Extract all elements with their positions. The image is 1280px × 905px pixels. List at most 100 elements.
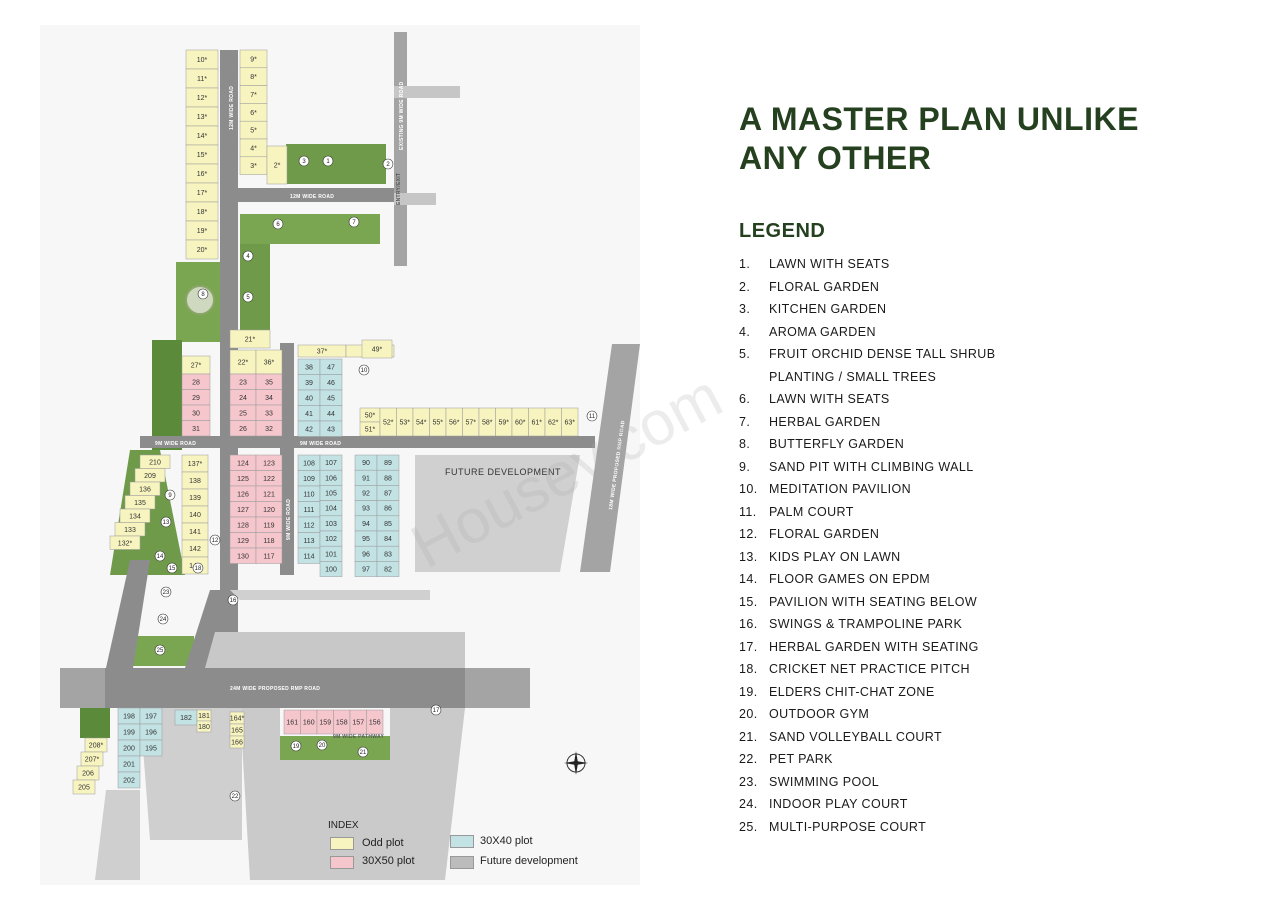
- road-label-12m-top: 12M WIDE ROAD: [290, 194, 334, 200]
- amenity-number: 19: [293, 744, 300, 750]
- plot-number: 15*: [197, 152, 208, 159]
- map-index: INDEX Odd plot 30X40 plot 30X50 plot Fut…: [328, 820, 648, 880]
- plot-number: 51*: [365, 427, 376, 434]
- plot: [72, 779, 96, 795]
- plot-number: 54*: [416, 420, 427, 427]
- legend-item-number: 1.: [739, 257, 751, 271]
- legend-item: 23.SWIMMING POOL: [739, 775, 1259, 798]
- legend-item-text: MEDITATION PAVILION: [769, 482, 912, 496]
- amenity-number: 23: [163, 590, 170, 596]
- legend-item-text: ELDERS CHIT-CHAT ZONE: [769, 684, 935, 699]
- legend-item: 20.OUTDOOR GYM: [739, 707, 1259, 730]
- plot-number: 94: [362, 521, 370, 528]
- plot: [366, 709, 384, 735]
- odd-plot-label: Odd plot: [362, 837, 404, 849]
- plot-number: 50*: [365, 413, 376, 420]
- page-title: A MASTER PLAN UNLIKE ANY OTHER: [739, 100, 1259, 178]
- green-corner-bottom: [80, 708, 110, 738]
- plot-number: 120: [263, 507, 275, 514]
- legend-item-text: INDOOR PLAY COURT: [769, 797, 908, 811]
- legend-item-text: PALM COURT: [769, 504, 854, 519]
- legend-item-text: LAWN WITH SEATS: [769, 392, 890, 406]
- plot-number: 22*: [238, 360, 249, 367]
- plot-number: 37*: [317, 349, 328, 356]
- plot-number: 55*: [432, 420, 443, 427]
- plot-number: 101: [325, 551, 337, 558]
- plot: [266, 145, 288, 185]
- plot-number: 59*: [498, 420, 509, 427]
- plot-number: 29: [192, 395, 200, 402]
- amenity-marker: [154, 550, 166, 562]
- plot-number: 109: [303, 476, 315, 483]
- plot-number: 197: [145, 714, 157, 721]
- plot-number: 201: [123, 762, 135, 769]
- legend-item: PLANTING / SMALL TREES: [739, 370, 1259, 393]
- legend-item-number: 10.: [739, 482, 758, 496]
- 12m-road-top: [238, 188, 394, 202]
- plot-number: 4*: [250, 145, 257, 152]
- legend-item: 2.FLORAL GARDEN: [739, 280, 1259, 303]
- legend-item: 6.LAWN WITH SEATS: [739, 392, 1259, 415]
- legend-item-text: HERBAL GARDEN: [769, 414, 881, 429]
- amenity-marker: [192, 562, 204, 574]
- plot-number: 26: [239, 426, 247, 433]
- plot-number: 161: [286, 720, 298, 727]
- title-line-1: A MASTER PLAN UNLIKE: [739, 101, 1139, 137]
- plot-number: 52*: [383, 420, 394, 427]
- plot-number: 13*: [197, 114, 208, 121]
- legend-item: 4.AROMA GARDEN: [739, 325, 1259, 348]
- amenity-marker: [160, 586, 172, 598]
- plot-number: 58*: [482, 420, 493, 427]
- plot-number: 90: [362, 460, 370, 467]
- legend-item: 16.SWINGS & TRAMPOLINE PARK: [739, 617, 1259, 640]
- plot-number: 43: [327, 426, 335, 433]
- legend-item-number: 22.: [739, 752, 758, 766]
- legend-item-number: 23.: [739, 774, 758, 789]
- plot-number: 30: [192, 410, 200, 417]
- plot-number: 86: [384, 506, 392, 513]
- legend-item-text: FRUIT ORCHID DENSE TALL SHRUB: [769, 347, 996, 361]
- legend-item-number: 14.: [739, 572, 758, 586]
- legend-item-text: LAWN WITH SEATS: [769, 257, 890, 271]
- plot-number: 83: [384, 551, 392, 558]
- 24m-road-inner: [105, 668, 465, 708]
- plot-number: 34: [265, 395, 273, 402]
- plot-number: 3*: [250, 163, 257, 170]
- plot-number: 156: [369, 720, 381, 727]
- amenity-marker: [348, 216, 360, 228]
- plot-number: 91: [362, 475, 370, 482]
- legend-item-number: 25.: [739, 819, 758, 834]
- legend-item-number: 12.: [739, 527, 758, 541]
- plot-number: 132*: [118, 540, 133, 547]
- plot-number: 44: [327, 411, 335, 418]
- legend-item-number: 3.: [739, 302, 751, 316]
- master-plan-map: EXISTING 9M WIDE ROAD 12M WIDE ROAD 12M …: [60, 32, 640, 880]
- legend-item: 22.PET PARK: [739, 752, 1259, 775]
- amenity-number: 5: [246, 295, 250, 301]
- plot-number: 137*: [188, 461, 203, 468]
- plot-number: 6*: [250, 110, 257, 117]
- legend-item: 19.ELDERS CHIT-CHAT ZONE: [739, 685, 1259, 708]
- legend-item-number: 21.: [739, 729, 758, 744]
- amenity-number: 7: [352, 220, 356, 226]
- plot-number: 121: [263, 491, 275, 498]
- amenity-number: 17: [433, 708, 440, 714]
- legend-item-number: 18.: [739, 662, 758, 676]
- plot: [117, 771, 141, 789]
- legend-item: 24.INDOOR PLAY COURT: [739, 797, 1259, 820]
- amenity-number: 4: [246, 254, 250, 260]
- plot-number: 160: [303, 720, 315, 727]
- legend-item: 21.SAND VOLLEYBALL COURT: [739, 730, 1259, 753]
- plot-number: 14*: [197, 133, 208, 140]
- plot-number: 88: [384, 475, 392, 482]
- plot-number: 25: [239, 410, 247, 417]
- amenity-number: 18: [195, 566, 202, 572]
- future-development-south-east: [240, 708, 465, 880]
- plot-number: 166: [231, 740, 243, 747]
- plot-number: 49*: [372, 347, 383, 354]
- plot: [319, 420, 343, 437]
- amenity-number: 9: [168, 493, 172, 499]
- road-label-existing: EXISTING 9M WIDE ROAD: [399, 81, 405, 150]
- plot-number: 12*: [197, 95, 208, 102]
